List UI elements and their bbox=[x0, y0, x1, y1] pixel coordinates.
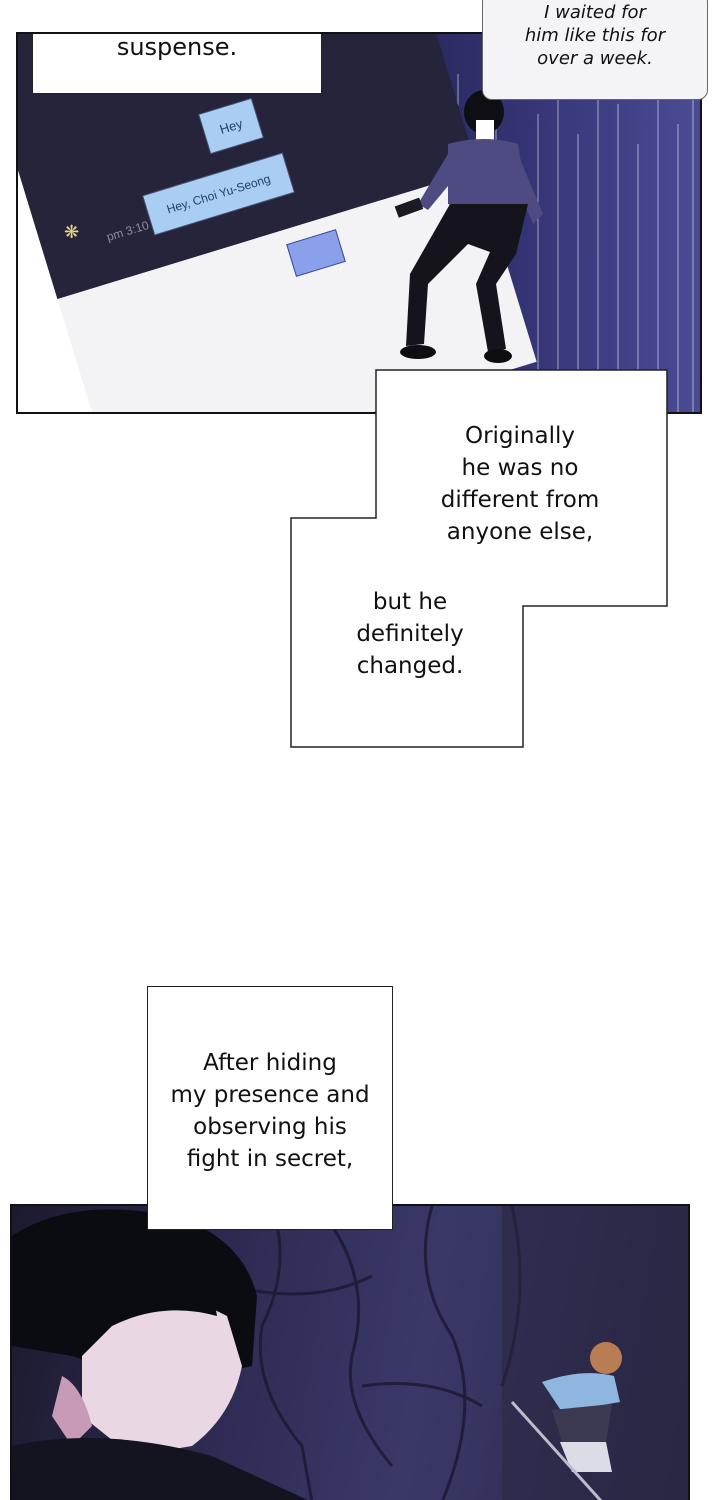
caption-line: Originally bbox=[464, 423, 575, 449]
caption-line: over a week. bbox=[537, 48, 653, 69]
caption-line: definitely bbox=[356, 621, 464, 647]
character-figure bbox=[394, 90, 543, 363]
caption-originally-text: Originally he was no different from anyo… bbox=[420, 420, 620, 548]
notification-sparkle-icon: ❋ bbox=[64, 222, 80, 243]
caption-line: but he bbox=[372, 589, 448, 615]
foreground-character bbox=[12, 1209, 308, 1500]
caption-line: different from bbox=[440, 487, 600, 513]
caption-line: my presence and bbox=[170, 1082, 370, 1108]
caption-waited: I waited for him like this for over a we… bbox=[482, 0, 708, 100]
caption-line: anyone else, bbox=[446, 519, 594, 545]
background-crouching-figure bbox=[510, 1342, 622, 1500]
caption-line: suspense. bbox=[116, 33, 238, 61]
caption-line: After hiding bbox=[203, 1050, 337, 1076]
caption-line: fight in secret, bbox=[186, 1146, 354, 1172]
caption-line: observing his bbox=[193, 1114, 347, 1140]
caption-after-hiding: After hiding my presence and observing h… bbox=[147, 986, 393, 1230]
caption-line: him like this for bbox=[524, 25, 666, 46]
bottom-panel bbox=[10, 1204, 690, 1500]
caption-line: I waited for bbox=[544, 2, 646, 23]
caption-line: he was no bbox=[461, 455, 579, 481]
caption-line: changed. bbox=[356, 653, 464, 679]
caption-changed-text: but he definitely changed. bbox=[320, 586, 500, 682]
caption-suspense: suspense. bbox=[32, 33, 322, 94]
caption-originally-box bbox=[290, 369, 668, 748]
